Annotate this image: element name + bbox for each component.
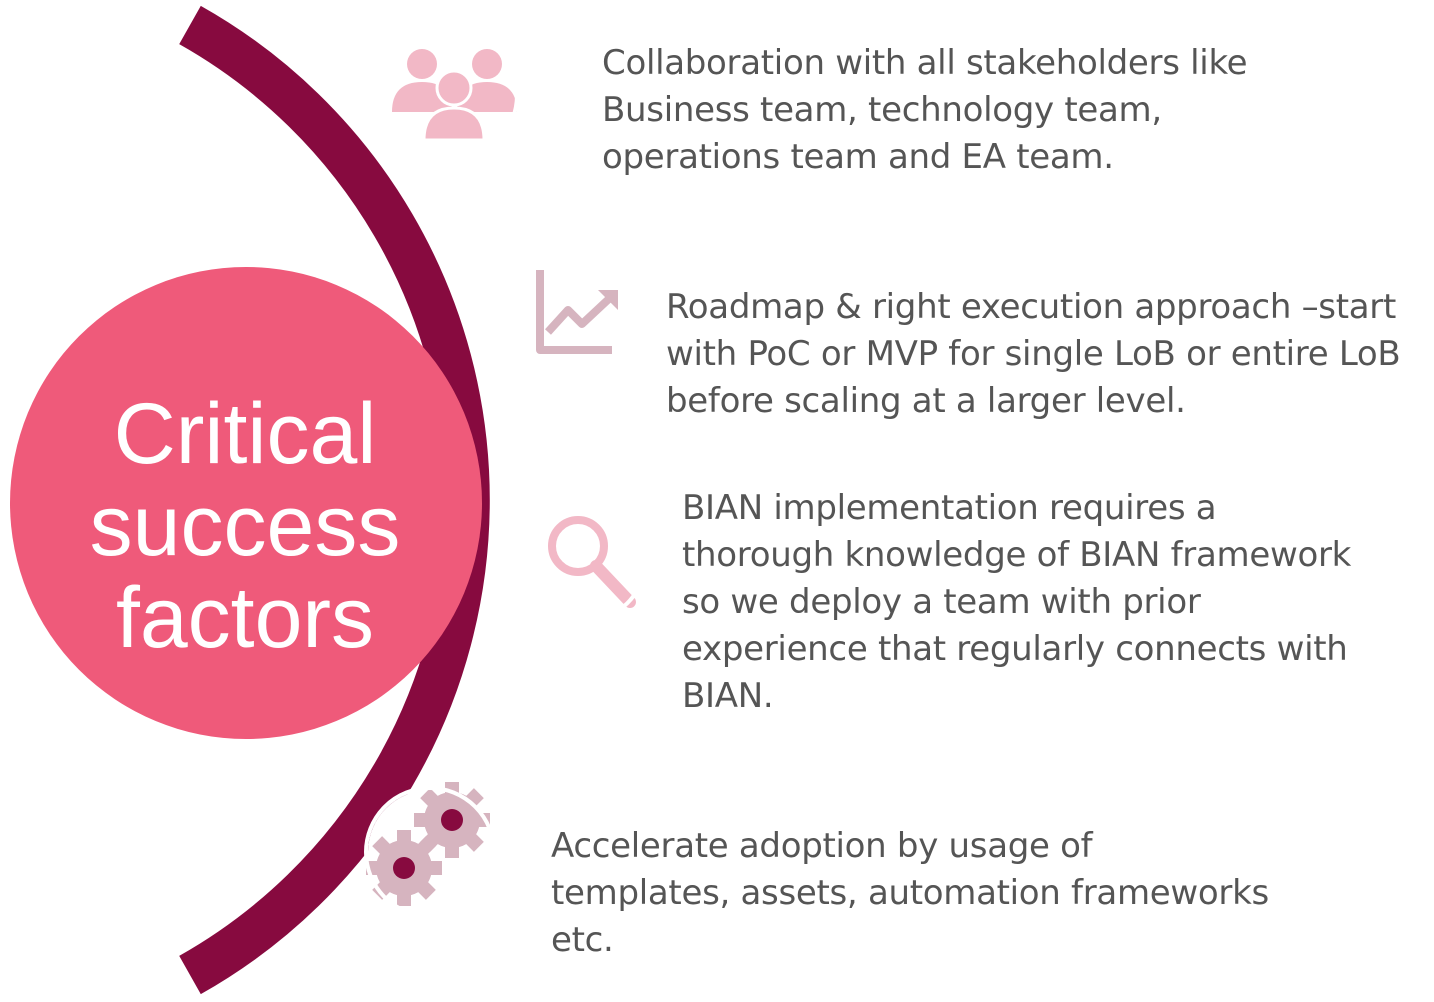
factor-line: thorough knowledge of BIAN framework bbox=[682, 535, 1352, 575]
factor-line: before scaling at a larger level. bbox=[666, 381, 1186, 421]
factor-roadmap-text: Roadmap & right execution approach –star… bbox=[666, 284, 1401, 425]
factor-line: BIAN. bbox=[682, 676, 774, 716]
trend-chart-icon bbox=[510, 250, 634, 374]
factor-bian-knowledge-text: BIAN implementation requires a thorough … bbox=[682, 485, 1351, 720]
factor-line: Roadmap & right execution approach –star… bbox=[666, 287, 1396, 327]
factor-line: Accelerate adoption by usage of bbox=[551, 826, 1093, 866]
factor-line: operations team and EA team. bbox=[602, 137, 1114, 177]
factor-line: templates, assets, automation frameworks bbox=[551, 873, 1269, 913]
center-title: Critical success factors bbox=[20, 388, 470, 664]
title-line: Critical bbox=[113, 386, 377, 482]
factor-line: BIAN implementation requires a bbox=[682, 488, 1217, 528]
factor-line: Business team, technology team, bbox=[602, 90, 1162, 130]
factor-line: so we deploy a team with prior bbox=[682, 582, 1201, 622]
people-group-icon bbox=[383, 28, 517, 162]
factor-line: etc. bbox=[551, 920, 614, 960]
factor-line: experience that regularly connects with bbox=[682, 629, 1348, 669]
factor-line: Collaboration with all stakeholders like bbox=[602, 43, 1248, 83]
factor-collaboration-text: Collaboration with all stakeholders like… bbox=[602, 40, 1248, 181]
title-line: factors bbox=[115, 570, 375, 666]
factor-line: with PoC or MVP for single LoB or entire… bbox=[666, 334, 1401, 374]
title-line: success bbox=[89, 478, 401, 574]
center-circle bbox=[10, 267, 482, 739]
magnifier-icon bbox=[520, 496, 644, 620]
factor-accelerate-text: Accelerate adoption by usage of template… bbox=[551, 823, 1269, 964]
